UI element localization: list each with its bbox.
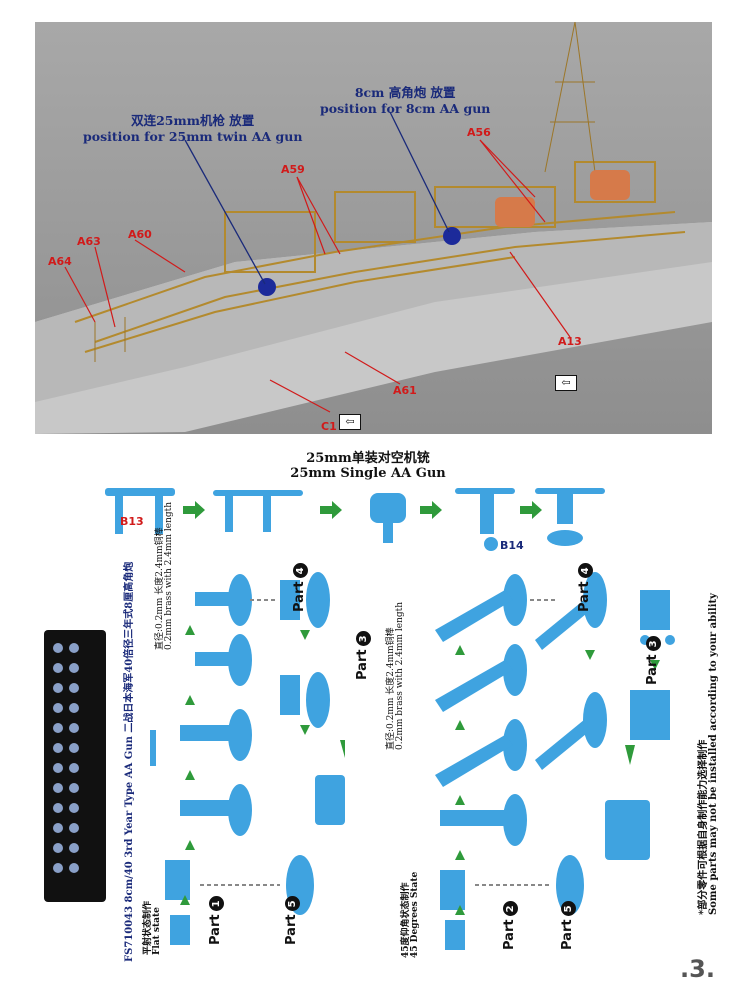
flat-part-5: Part 5: [284, 896, 300, 945]
label-a60: A60: [128, 228, 152, 241]
part-number-badge: 3: [356, 631, 371, 647]
label-a61: A61: [393, 384, 417, 397]
elev-part-3: Part 3: [645, 636, 661, 685]
part-number-badge: 2: [503, 901, 518, 917]
elev-part-2: Part 2: [502, 901, 518, 950]
part-label: Part: [645, 654, 660, 685]
elev-state-en: 45 Degrees State: [410, 871, 420, 958]
single-gun-title-en: 25mm Single AA Gun: [290, 466, 446, 481]
label-a64: A64: [48, 255, 72, 268]
part-number-badge: 3: [646, 636, 661, 652]
part-label: Part: [502, 919, 517, 950]
aa8-en: position for 8cm AA gun: [320, 101, 491, 116]
flat-part-3: Part 3: [355, 631, 371, 680]
aa8-cn: 8cm 高角炮 放置: [354, 85, 456, 100]
photo-etch-fret: [44, 630, 106, 902]
part-number-badge: 4: [578, 563, 593, 579]
part-number-badge: 4: [293, 563, 308, 579]
part-b14: B14: [500, 539, 524, 552]
part-number-badge: 5: [561, 901, 576, 917]
flat-part-1: Part 1: [208, 896, 224, 945]
part-label: Part: [355, 649, 370, 680]
elev-part-4: Part 4: [577, 563, 593, 612]
flat-part-4: Part 4: [292, 563, 308, 612]
page-number: .3.: [680, 955, 715, 983]
flat-state-en: Flat state: [152, 907, 162, 955]
twin-gun-en: position for 25mm twin AA gun: [83, 129, 303, 144]
single-gun-title-cn: 25mm单装对空机铳: [306, 451, 430, 466]
label-a13: A13: [558, 335, 582, 348]
double-arrow-icon: ⇦: [339, 414, 361, 430]
side-note-cn: *部分零件可根据自身制作能力选择制作: [698, 739, 709, 915]
side-note-en: Some parts may not be installed accordin…: [708, 593, 719, 915]
part-label: Part: [208, 914, 223, 945]
flat-note-en: 0.2mm brass with 2.4mm length: [164, 501, 174, 650]
label-a56: A56: [467, 126, 491, 139]
part-label: Part: [284, 914, 299, 945]
fret-caption: FS710043 8cm/40 3rd Year Type AA Gun 二战日…: [124, 561, 135, 962]
part-label: Part: [577, 581, 592, 612]
label-a63: A63: [77, 235, 101, 248]
elev-part-5: Part 5: [560, 901, 576, 950]
double-arrow-icon: ⇦: [555, 375, 577, 391]
part-label: Part: [292, 581, 307, 612]
b14-marker-icon: [484, 537, 498, 551]
single-gun-sequence: [105, 488, 605, 546]
fret-parts-image: [53, 643, 79, 873]
part-b13: B13: [120, 515, 144, 528]
part-number-badge: 1: [209, 896, 224, 912]
single-gun-title: 25mm单装对空机铳 25mm Single AA Gun: [268, 447, 468, 481]
part-label: Part: [560, 919, 575, 950]
label-a59: A59: [281, 163, 305, 176]
elevated-state-diagram: [435, 572, 675, 950]
part-number-badge: 5: [285, 896, 300, 912]
label-c1: C1: [321, 420, 337, 433]
elev-note-en: 0.2mm brass with 2.4mm length: [395, 601, 405, 750]
twin-gun-note: 双连25mm机枪 放置 position for 25mm twin AA gu…: [83, 110, 302, 144]
twin-gun-cn: 双连25mm机枪 放置: [131, 113, 255, 128]
flat-state-diagram: [150, 572, 345, 945]
model-photo: 双连25mm机枪 放置 position for 25mm twin AA gu…: [35, 22, 712, 434]
ship-deck-image: [35, 22, 712, 434]
aa8-note: 8cm 高角炮 放置 position for 8cm AA gun: [320, 82, 490, 116]
